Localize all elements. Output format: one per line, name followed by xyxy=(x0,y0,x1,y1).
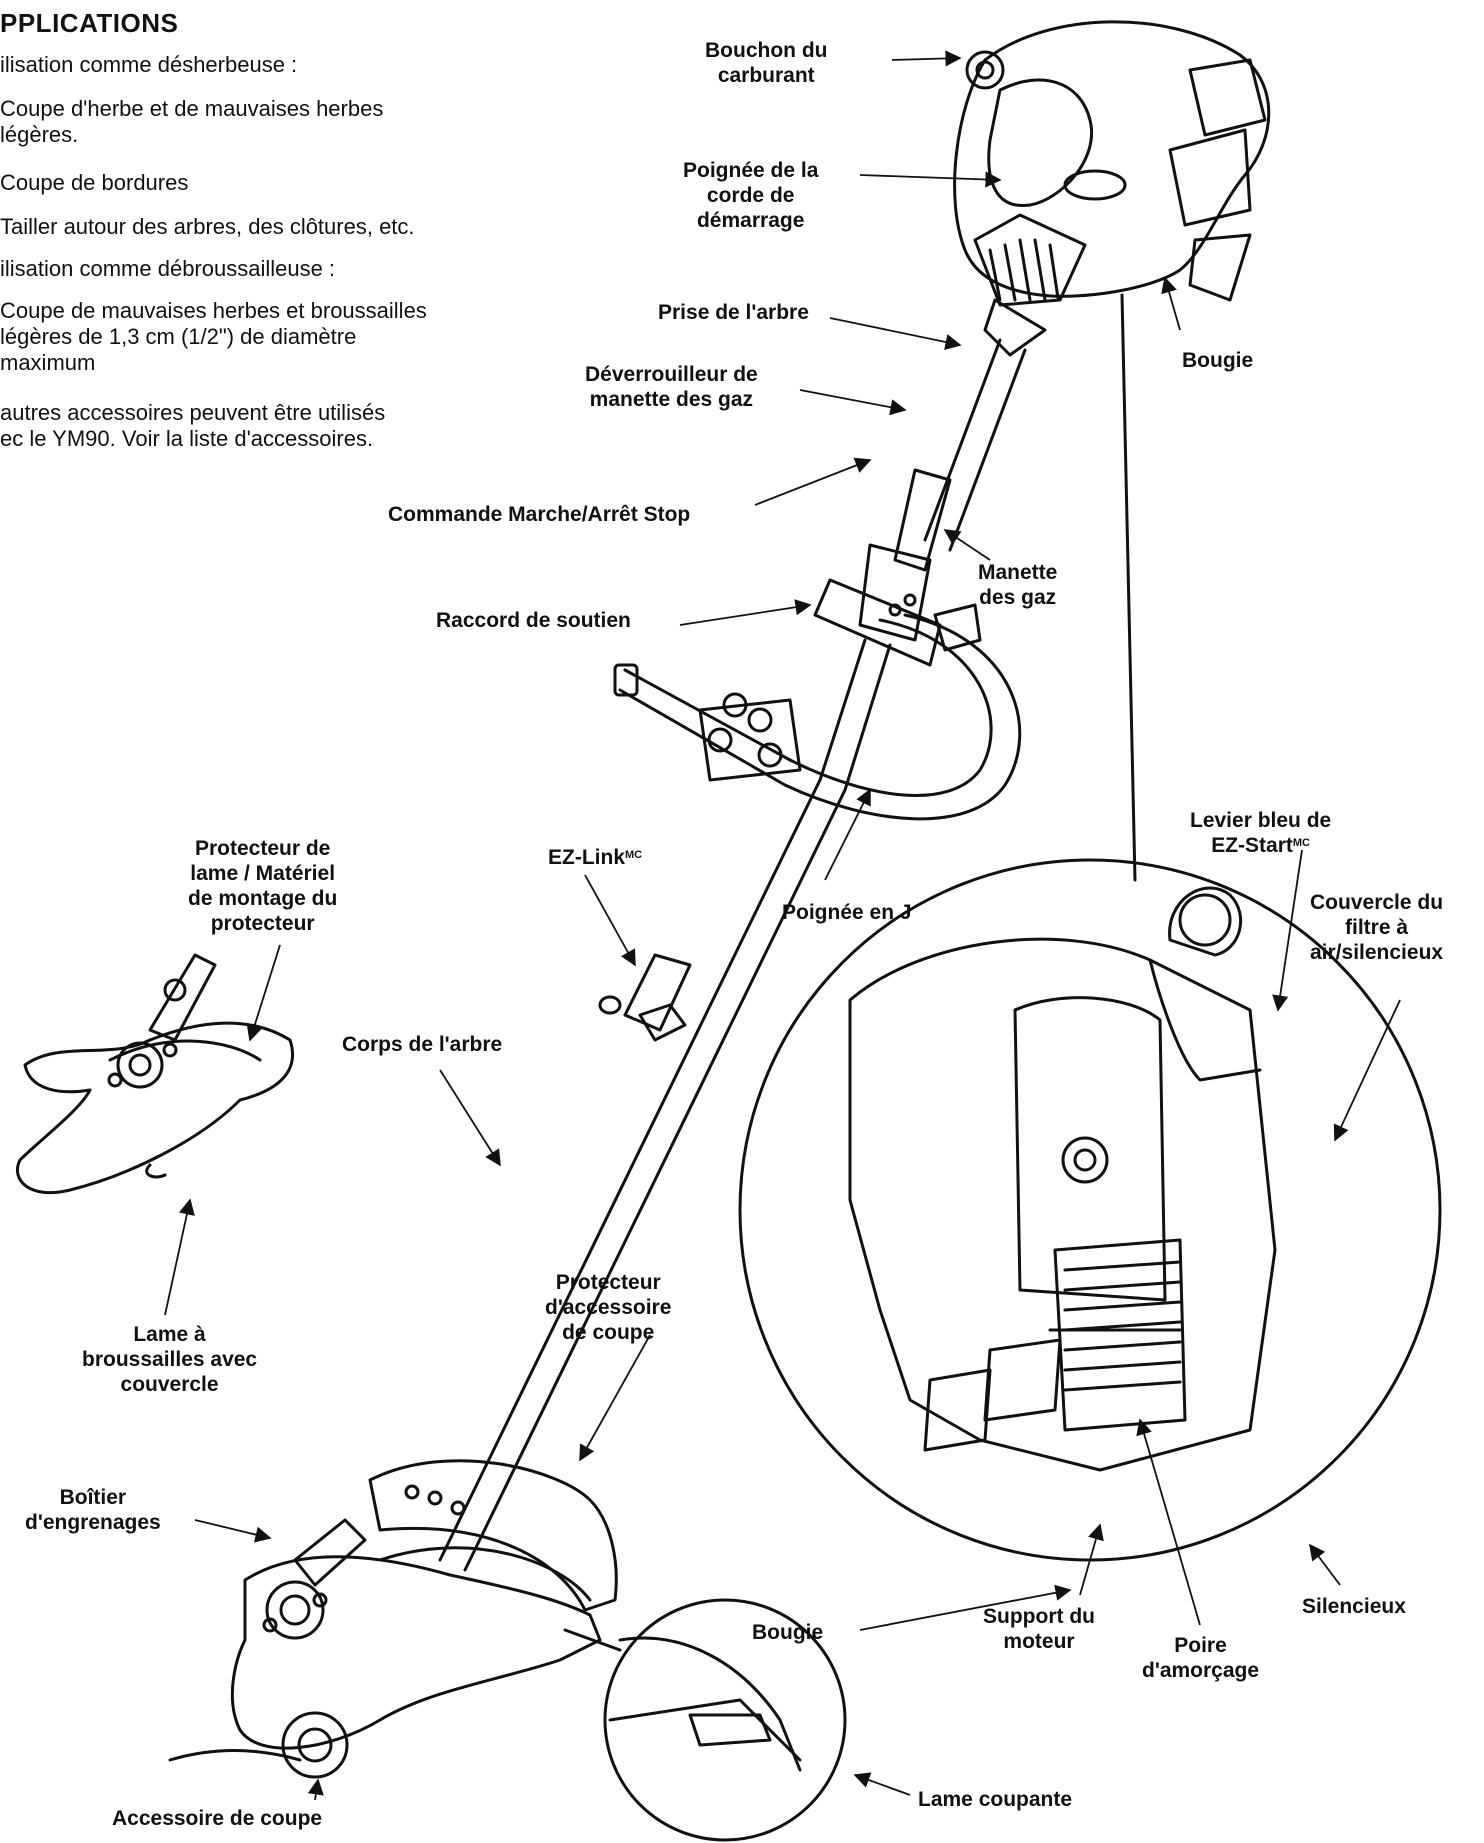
label-on-off-switch: Commande Marche/Arrêt Stop xyxy=(388,503,691,526)
trimmer-usage-intro: ilisation comme désherbeuse : xyxy=(0,52,298,77)
label-ez-start-trademark: MC xyxy=(1292,837,1310,849)
label-attachment-guard: Protecteur d'accessoire de coupe xyxy=(545,1270,671,1345)
label-starter-handle-line-2: corde de xyxy=(706,184,795,207)
label-primer-bulb-line-2: d'amorçage xyxy=(1142,1659,1260,1682)
label-attachment-guard-line-3: de coupe xyxy=(562,1321,655,1344)
trimmer-usage-item-1: Coupe d'herbe et de mauvaises herbes lég… xyxy=(0,96,383,148)
accessories-note-line-1: autres accessoires peuvent être utilisés xyxy=(0,400,386,425)
label-throttle-lockout-line-1: Déverrouilleur de xyxy=(585,363,758,386)
label-attachment-guard-line-1: Protecteur xyxy=(555,1271,661,1294)
label-engine-mount-line-1: Support du xyxy=(983,1605,1095,1628)
trimmer-usage-item-1-line-1: Coupe d'herbe et de mauvaises herbes xyxy=(0,96,384,121)
label-support-fitting: Raccord de soutien xyxy=(436,609,631,632)
label-gear-housing: Boîtier d'engrenages xyxy=(25,1485,161,1535)
label-attachment-guard-line-2: d'accessoire xyxy=(545,1296,672,1319)
label-primer-bulb: Poire d'amorçage xyxy=(1142,1633,1259,1683)
label-starter-handle-line-1: Poignée de la xyxy=(683,159,819,182)
label-air-filter-cover-line-3: air/silencieux xyxy=(1310,941,1444,964)
label-ez-start-lever-line-2: EZ-StartMC xyxy=(1190,833,1331,858)
label-fuel-cap: Bouchon du carburant xyxy=(705,38,827,88)
label-ez-start-name: EZ-Start xyxy=(1211,834,1293,857)
brush-usage-item-1-line-3: maximum xyxy=(0,350,96,375)
label-shaft-body: Corps de l'arbre xyxy=(342,1033,503,1056)
label-shaft-grip: Prise de l'arbre xyxy=(658,301,809,324)
label-engine-mount: Support du moteur xyxy=(983,1604,1095,1654)
label-blade-guard-line-4: protecteur xyxy=(210,912,315,935)
label-brush-blade-line-2: broussailles avec xyxy=(82,1348,258,1371)
engine-detail-circle xyxy=(738,858,1442,1562)
accessories-note-line-2: ec le YM90. Voir la liste d'accessoires. xyxy=(0,426,374,451)
brush-usage-item-1-line-1: Coupe de mauvaises herbes et broussaille… xyxy=(0,298,427,323)
label-spark-plug-detail: Bougie xyxy=(752,1621,824,1644)
label-blade-guard-line-3: de montage du xyxy=(188,887,338,910)
label-ez-start-lever: Levier bleu de EZ-StartMC xyxy=(1190,808,1331,858)
label-gear-housing-line-2: d'engrenages xyxy=(25,1511,161,1534)
engine-drawing xyxy=(953,20,1271,357)
label-starter-handle-line-3: démarrage xyxy=(696,209,805,232)
label-air-filter-cover-line-1: Couvercle du xyxy=(1310,891,1444,914)
label-air-filter-cover-line-2: filtre à xyxy=(1345,916,1409,939)
label-primer-bulb-line-1: Poire xyxy=(1174,1634,1227,1657)
blade-detail-circle xyxy=(563,1598,847,1842)
label-throttle-lockout-line-2: manette des gaz xyxy=(589,388,754,411)
brush-usage-item-1-line-2: légères de 1,3 cm (1/2") de diamètre xyxy=(0,324,357,349)
label-blade-guard-line-1: Protecteur de xyxy=(194,837,331,860)
label-throttle: Manette des gaz xyxy=(978,560,1057,610)
label-throttle-lockout: Déverrouilleur de manette des gaz xyxy=(585,362,758,412)
label-starter-handle: Poignée de la corde de démarrage xyxy=(683,158,818,233)
label-brush-blade: Lame à broussailles avec couvercle xyxy=(82,1322,257,1397)
label-throttle-line-2: des gaz xyxy=(979,586,1057,609)
trimmer-usage-item-1-line-2: légères. xyxy=(0,122,79,147)
label-engine-mount-line-2: moteur xyxy=(1003,1630,1075,1653)
trimmer-usage-item-3: Tailler autour des arbres, des clôtures,… xyxy=(0,214,415,239)
label-ez-start-lever-line-1: Levier bleu de xyxy=(1190,809,1332,832)
label-throttle-line-1: Manette xyxy=(978,561,1058,584)
section-heading: PPLICATIONS xyxy=(0,8,179,38)
blade-guard-drawing xyxy=(16,953,295,1195)
attachment-guard-drawing xyxy=(368,1459,618,1612)
label-cutting-attachment: Accessoire de coupe xyxy=(112,1807,323,1830)
label-gear-housing-line-1: Boîtier xyxy=(59,1486,127,1509)
label-fuel-cap-line-1: Bouchon du xyxy=(705,39,828,62)
gear-housing-drawing xyxy=(168,1518,602,1779)
label-brush-blade-line-1: Lame à xyxy=(133,1323,206,1346)
label-brush-blade-line-3: couvercle xyxy=(120,1373,219,1396)
label-ez-link: EZ-LinkMC xyxy=(548,845,642,870)
label-ez-link-trademark: MC xyxy=(625,849,643,861)
label-blade-guard-line-2: lame / Matériel xyxy=(190,862,336,885)
brush-usage-intro: ilisation comme débroussailleuse : xyxy=(0,256,336,281)
trimmer-usage-item-2: Coupe de bordures xyxy=(0,170,189,195)
brush-usage-item-1: Coupe de mauvaises herbes et broussaille… xyxy=(0,298,427,376)
detail-connector-line xyxy=(1120,293,1137,882)
label-j-handle: Poignée en J xyxy=(782,901,912,924)
accessories-note: autres accessoires peuvent être utilisés… xyxy=(0,400,385,452)
label-muffler: Silencieux xyxy=(1302,1595,1406,1618)
shaft-drawing xyxy=(438,338,1027,1572)
label-air-filter-cover: Couvercle du filtre à air/silencieux xyxy=(1310,890,1443,965)
label-fuel-cap-line-2: carburant xyxy=(717,64,815,87)
label-ez-link-text: EZ-Link xyxy=(548,846,625,869)
label-cutting-blade: Lame coupante xyxy=(918,1788,1073,1811)
label-spark-plug-top: Bougie xyxy=(1182,349,1254,372)
label-blade-guard: Protecteur de lame / Matériel de montage… xyxy=(188,836,337,936)
